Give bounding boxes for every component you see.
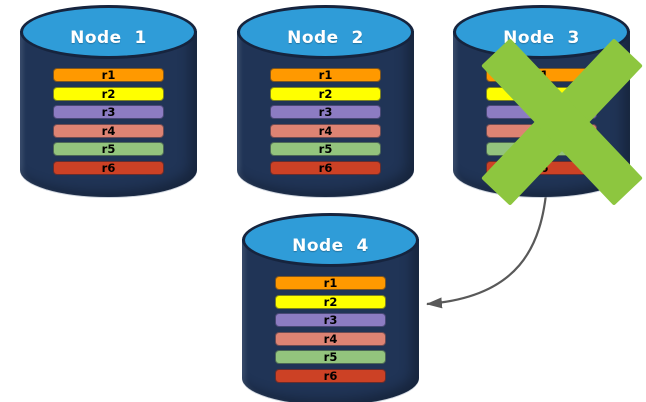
node-title: Node 2 [287,27,364,48]
replica-row-r6: r6 [275,368,386,383]
replica-row-r6: r6 [53,160,164,175]
replica-row-r5: r5 [275,350,386,364]
node-2: Node 2 r1 r2 r3 r4 r5 r6 [237,5,414,197]
replica-row-r5: r5 [53,142,164,156]
cylinder-top: Node 1 [20,5,197,59]
node-4: Node 4 r1 r2 r3 r4 r5 r6 [242,213,419,402]
replica-row-r3: r3 [275,313,386,327]
failure-x-icon [480,38,643,206]
node-1: Node 1 r1 r2 r3 r4 r5 r6 [20,5,197,197]
failover-arrow-path [426,183,549,309]
node-title: Node 4 [292,235,369,256]
cylinder-top: Node 3 [453,5,630,59]
replica-row-r4: r4 [53,123,164,138]
replica-row-r2: r2 [270,86,381,101]
node-title: Node 3 [503,27,580,48]
replica-row-r3: r3 [53,105,164,119]
replica-row-r1: r1 [53,68,164,82]
cylinder-top: Node 2 [237,5,414,59]
replica-row-r5: r5 [270,142,381,156]
replica-row-r4: r4 [275,331,386,346]
cylinder-top: Node 4 [242,213,419,267]
node-3: Node 3 r1 r2 r3 r4 r5 r6 [453,5,643,206]
replica-row-r3: r3 [270,105,381,119]
replica-rows: r1 r2 r3 r4 r5 r6 [275,276,386,387]
replica-row-r2: r2 [275,294,386,309]
replica-row-r1: r1 [275,276,386,290]
replica-row-r6: r6 [270,160,381,175]
replica-rows: r1 r2 r3 r4 r5 r6 [270,68,381,179]
node-title: Node 1 [70,27,147,48]
replica-row-r2: r2 [53,86,164,101]
replica-row-r4: r4 [270,123,381,138]
replica-row-r1: r1 [270,68,381,82]
replica-rows: r1 r2 r3 r4 r5 r6 [53,68,164,179]
